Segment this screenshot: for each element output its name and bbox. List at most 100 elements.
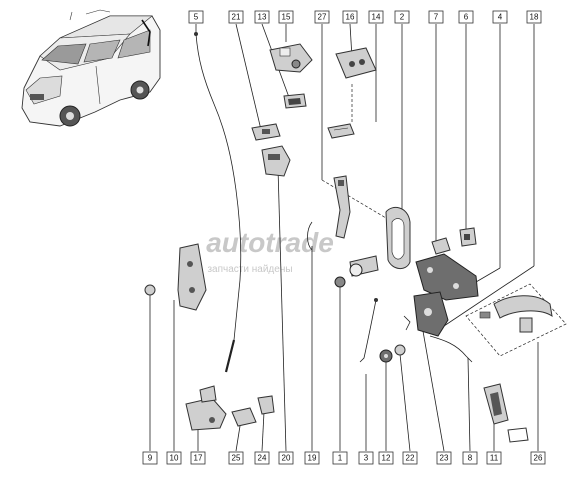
callout-box [228, 10, 244, 24]
callout-number: 17 [194, 454, 203, 463]
clip-12 [379, 349, 393, 363]
callout-box [458, 10, 474, 24]
callout-box [530, 451, 546, 465]
callout-box [378, 451, 394, 465]
bracket-20 [261, 145, 291, 177]
top-callout-14: 14 [368, 10, 384, 24]
callout-number: 11 [490, 454, 499, 463]
hinge-17 [185, 385, 227, 431]
callout-box [526, 10, 542, 24]
callout-number: 6 [464, 13, 469, 22]
bottom-callout-12: 12 [378, 451, 394, 465]
label-plate-11b [507, 427, 529, 443]
callout-box [254, 451, 270, 465]
top-callout-15: 15 [278, 10, 294, 24]
hinge-10 [177, 243, 207, 311]
callout-box [342, 10, 358, 24]
callout-number: 1 [338, 454, 343, 463]
callout-number: 16 [346, 13, 355, 22]
callout-number: 18 [530, 13, 539, 22]
bracket-21 [251, 123, 281, 141]
callout-box [394, 10, 410, 24]
callout-number: 14 [372, 13, 381, 22]
top-callout-16: 16 [342, 10, 358, 24]
top-callout-13: 13 [254, 10, 270, 24]
watermark-logo: autotrade [206, 227, 334, 258]
top-callout-2: 2 [394, 10, 410, 24]
handle-kit-26 [465, 283, 567, 357]
rod-27 [333, 175, 351, 239]
top-callout-18: 18 [526, 10, 542, 24]
callout-number: 23 [440, 454, 449, 463]
door-handle-2 [385, 206, 411, 269]
clip-24 [257, 395, 275, 415]
bottom-callout-3: 3 [358, 451, 374, 465]
callout-box [188, 10, 204, 24]
callout-number: 22 [406, 454, 415, 463]
watermark-caption: запчасти найдены [207, 264, 292, 275]
bottom-callout-22: 22 [402, 451, 418, 465]
callout-number: 20 [282, 454, 291, 463]
nut-22 [394, 344, 406, 356]
callout-box [142, 451, 158, 465]
van-illustration [21, 9, 161, 127]
bottom-callout-11: 11 [486, 451, 502, 465]
watermark: autotrade запчасти найдены [206, 227, 334, 275]
cable-8 [429, 335, 473, 363]
callouts-bottom: 9 10 17 25 24 20 19 1 3 12 22 23 8 11 26 [142, 451, 546, 465]
callout-box [368, 10, 384, 24]
callout-number: 4 [498, 13, 503, 22]
leader-lines [149, 23, 539, 452]
bottom-callout-17: 17 [190, 451, 206, 465]
callout-box [166, 451, 182, 465]
callout-number: 10 [170, 454, 179, 463]
top-callout-7: 7 [428, 10, 444, 24]
cable-5 [194, 32, 242, 373]
callout-number: 7 [434, 13, 439, 22]
top-callout-6: 6 [458, 10, 474, 24]
callout-box [436, 451, 452, 465]
callout-number: 25 [232, 454, 241, 463]
callout-number: 8 [468, 454, 473, 463]
callout-box [428, 10, 444, 24]
clip-6 [459, 227, 477, 247]
nut-9 [144, 284, 156, 296]
hinge-15 [269, 43, 313, 73]
inner-handle-11 [483, 383, 509, 425]
callout-number: 2 [400, 13, 405, 22]
callout-box [314, 10, 330, 24]
callout-number: 3 [364, 454, 369, 463]
callout-number: 26 [534, 454, 543, 463]
callout-number: 9 [148, 454, 153, 463]
callout-number: 12 [382, 454, 391, 463]
top-callout-21: 21 [228, 10, 244, 24]
callout-number: 13 [258, 13, 267, 22]
bottom-callout-19: 19 [304, 451, 320, 465]
callout-box [304, 451, 320, 465]
bottom-callout-8: 8 [462, 451, 478, 465]
plate-13 [283, 93, 307, 109]
callout-number: 24 [258, 454, 267, 463]
top-callout-4: 4 [492, 10, 508, 24]
callout-box [462, 451, 478, 465]
lock-23 [403, 291, 449, 337]
lock-mechanism-4 [415, 253, 479, 301]
callout-number: 21 [232, 13, 241, 22]
callout-number: 5 [194, 13, 199, 22]
callout-box [402, 451, 418, 465]
callout-number: 19 [308, 454, 317, 463]
callout-box [486, 451, 502, 465]
callout-box [190, 451, 206, 465]
top-callout-5: 5 [188, 10, 204, 24]
hinge-16 [335, 47, 377, 79]
callout-box [278, 451, 294, 465]
clip-7 [431, 237, 451, 255]
cylinder-19-assembly [307, 221, 379, 288]
bottom-callout-10: 10 [166, 451, 182, 465]
callout-box [492, 10, 508, 24]
callout-box [358, 451, 374, 465]
callout-box [332, 451, 348, 465]
callout-box [254, 10, 270, 24]
bracket-25 [231, 407, 257, 427]
